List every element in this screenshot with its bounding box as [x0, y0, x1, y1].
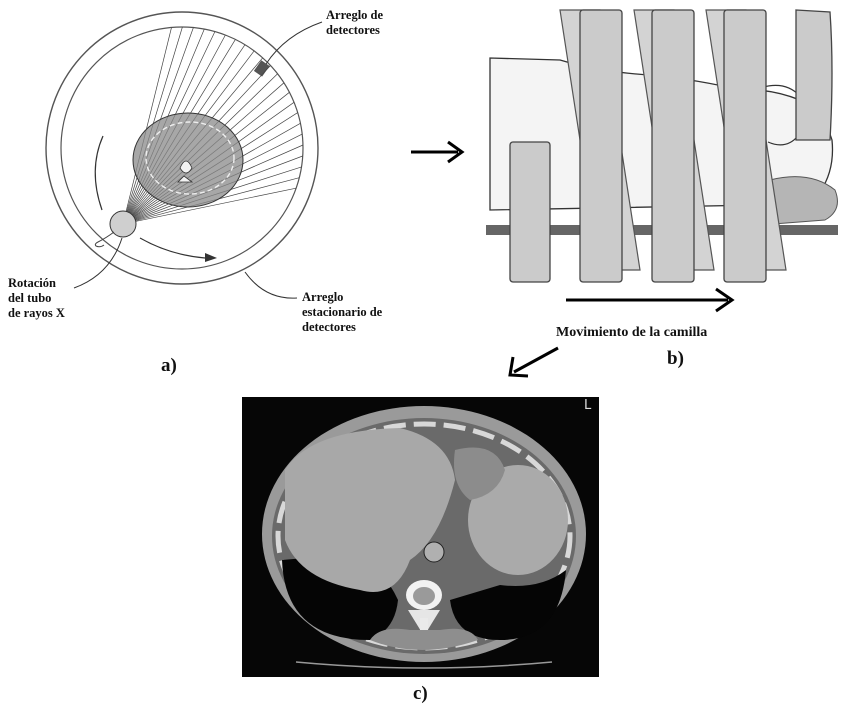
aorta — [424, 542, 444, 562]
leader-detector-array — [266, 22, 322, 64]
stationary-array-label: Arreglo estacionario de detectores — [302, 290, 402, 335]
ct-axial-slice-image — [242, 397, 599, 677]
tube-rotation-label: Rotación del tubo de rayos X — [8, 276, 78, 321]
leader-stationary-array — [245, 272, 297, 298]
rotation-arrow-left — [95, 136, 103, 210]
patient-body-section — [133, 113, 243, 207]
panel-c-label: c) — [413, 683, 428, 705]
x-ray-tube — [110, 211, 136, 237]
rotation-arrow-bottom — [140, 238, 205, 258]
panel-b-label: b) — [667, 348, 684, 370]
helical-scan-diagram — [486, 10, 838, 311]
panel-a-label: a) — [161, 355, 177, 377]
rotation-arrow-head — [205, 253, 217, 262]
arrow-b-to-c — [510, 348, 558, 376]
ct-orientation-marker: L — [584, 398, 591, 413]
arrow-a-to-b — [411, 142, 462, 162]
leader-tube-rotation — [74, 238, 122, 288]
table-motion-label: Movimiento de la camilla — [556, 325, 707, 341]
tube-cable — [95, 232, 114, 247]
detector-array-label: Arreglo de detectores — [326, 8, 406, 38]
ct-gantry-diagram — [46, 12, 322, 298]
